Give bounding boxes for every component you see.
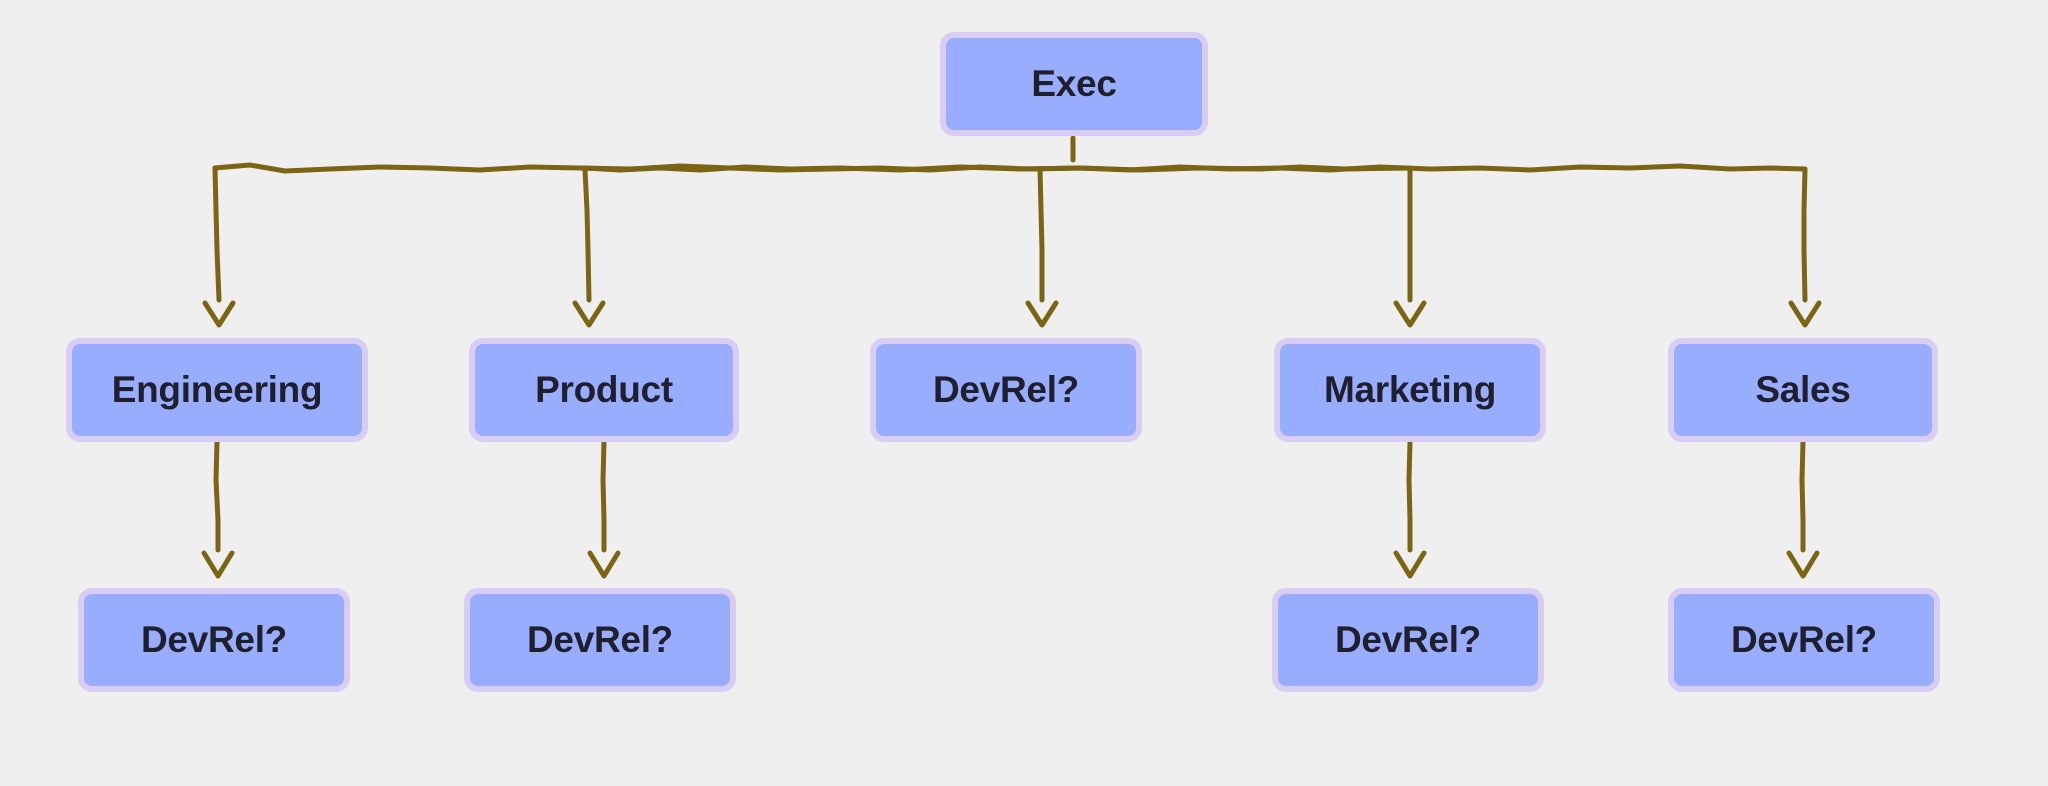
edge-exec-devrel-center [1037, 166, 1045, 303]
edge-sales-devrel [1799, 439, 1806, 553]
arrowhead-devrel-marketing [1393, 550, 1427, 579]
node-marketing[interactable]: Marketing [1274, 338, 1546, 442]
arrowhead-engineering [202, 300, 236, 328]
node-label: Sales [1755, 369, 1851, 410]
edge-marketing-devrel [1406, 439, 1413, 553]
edge-engineering-devrel [213, 439, 221, 553]
node-devrel-product[interactable]: DevRel? [464, 588, 736, 692]
arrowhead-devrel-center [1025, 300, 1059, 328]
exec-bus-line-overdraw [582, 164, 1413, 173]
node-devrel-engineering[interactable]: DevRel? [78, 588, 350, 692]
node-label: DevRel? [527, 619, 673, 660]
node-sales[interactable]: Sales [1668, 338, 1938, 442]
arrowhead-marketing [1393, 300, 1427, 328]
node-devrel-sales[interactable]: DevRel? [1668, 588, 1940, 692]
node-product[interactable]: Product [469, 338, 739, 442]
node-engineering[interactable]: Engineering [66, 338, 368, 442]
node-label: Exec [1031, 63, 1117, 104]
arrowhead-devrel-engineering [201, 550, 235, 579]
exec-bus-line [212, 135, 1808, 174]
node-label: DevRel? [141, 619, 287, 660]
node-exec[interactable]: Exec [940, 32, 1208, 136]
arrowhead-devrel-product [587, 550, 621, 579]
node-label: DevRel? [933, 369, 1079, 410]
edge-exec-engineering [212, 165, 222, 303]
edge-exec-sales [1801, 166, 1808, 303]
arrowhead-sales [1788, 300, 1822, 328]
edge-product-devrel [600, 439, 607, 553]
node-devrel-marketing[interactable]: DevRel? [1272, 588, 1544, 692]
node-label: DevRel? [1731, 619, 1877, 660]
node-label: Marketing [1323, 369, 1497, 410]
node-label: Engineering [111, 369, 323, 410]
node-label: Product [535, 369, 673, 410]
edge-exec-product [582, 167, 592, 303]
arrowhead-devrel-sales [1786, 550, 1820, 579]
node-label: DevRel? [1335, 619, 1481, 660]
node-devrel-center[interactable]: DevRel? [870, 338, 1142, 442]
arrowhead-product [572, 300, 606, 328]
